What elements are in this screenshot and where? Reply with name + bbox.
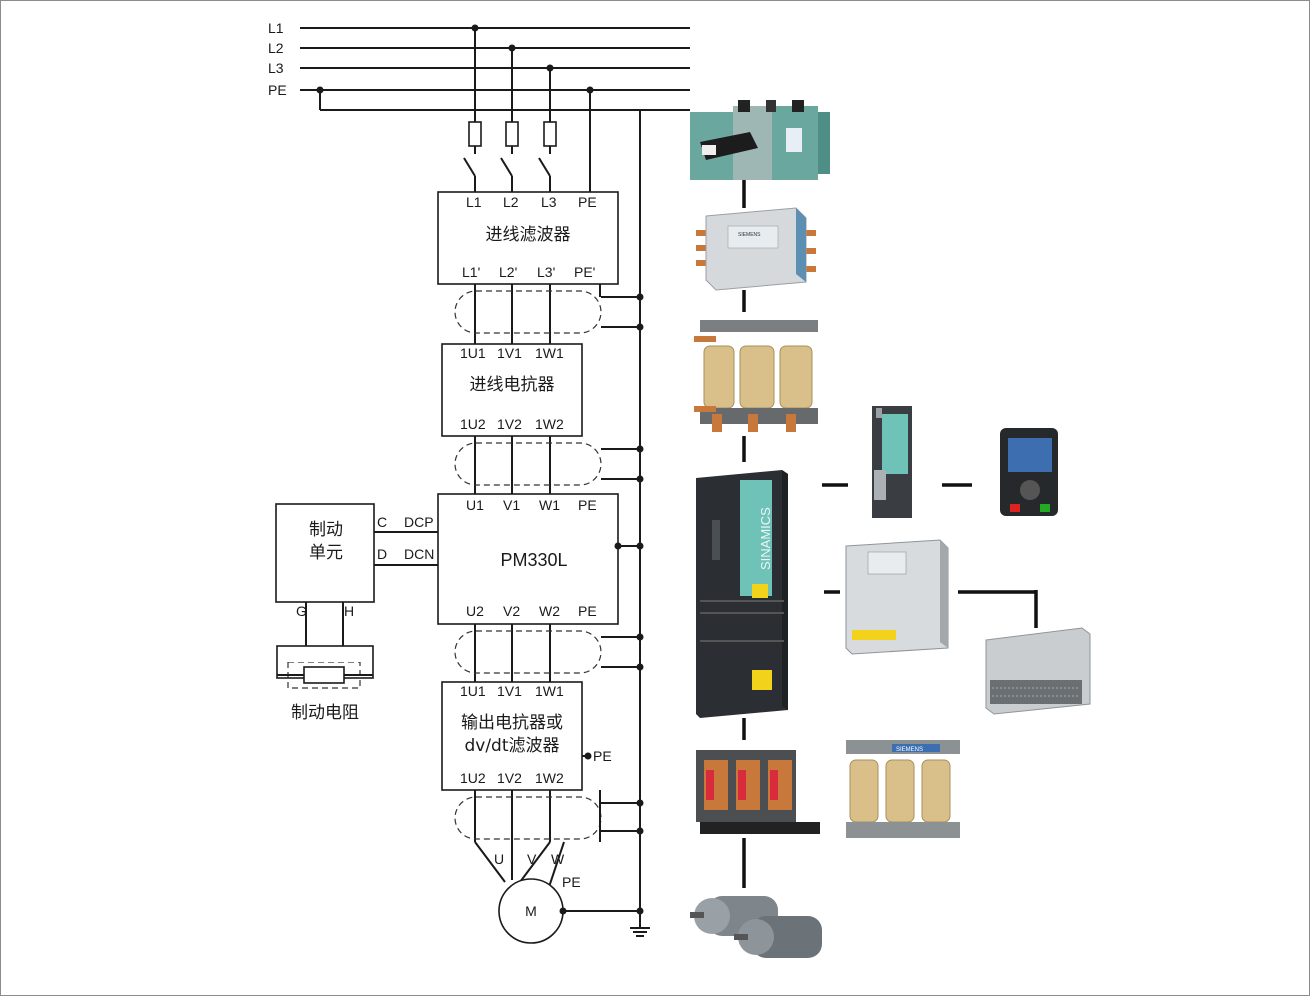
brake-unit-h: H (344, 603, 354, 619)
motor-symbol: M U V W PE (494, 851, 644, 944)
brake-unit-g: G (296, 603, 307, 619)
motor-u: U (494, 851, 504, 867)
line-filter-in-l1: L1 (466, 194, 482, 210)
out-reactor-in-u: 1U1 (460, 683, 486, 699)
dvdt-filter-photo (696, 750, 820, 834)
line-filter-in-l3: L3 (541, 194, 557, 210)
pm-title: PM330L (500, 550, 567, 570)
line-filter-out-l3: L3' (537, 264, 555, 280)
sinamics-inverter-photo: SINAMICS (696, 470, 788, 718)
shielded-cable-4 (454, 790, 644, 891)
shielded-cable-1 (454, 284, 644, 344)
inverter-brand-text: SINAMICS (758, 507, 773, 570)
earth-rail (630, 110, 650, 937)
pm-in-v1: V1 (503, 497, 520, 513)
line-filter-out-l1: L1' (462, 264, 480, 280)
fuse-l1 (468, 121, 482, 147)
motor-label: M (525, 903, 537, 919)
output-reactor-photo: SIEMENS (846, 740, 960, 838)
out-reactor-title-1: 输出电抗器或 (461, 713, 563, 733)
brake-resistor-block: 制动电阻 (276, 645, 374, 723)
control-unit-photo (872, 406, 912, 518)
power-module-block: U1 V1 W1 PE PM330L U2 V2 W2 PE (437, 493, 644, 625)
pm-dcn: DCN (404, 546, 434, 562)
pm-out-w2: W2 (539, 603, 560, 619)
supply-l3-label: L3 (268, 60, 284, 76)
supply-bus: L1 L2 L3 PE (268, 20, 690, 111)
operator-panel-photo (1000, 428, 1058, 516)
brake-unit-title-1: 制动 (309, 520, 343, 540)
output-reactor-maker-text: SIEMENS (896, 747, 923, 753)
brake-unit-c: C (377, 514, 387, 530)
pm-in-pe: PE (578, 497, 597, 513)
supply-l2-label: L2 (268, 40, 284, 56)
line-reactor-in-v: 1V1 (497, 345, 522, 361)
line-filter-in-l2: L2 (503, 194, 519, 210)
line-filter-title: 进线滤波器 (486, 225, 571, 245)
braking-module-photo (845, 539, 949, 655)
shielded-cable-2 (454, 436, 644, 494)
line-reactor-out-w: 1W2 (535, 416, 564, 432)
supply-l1-label: L1 (268, 20, 284, 36)
motor-w: W (551, 851, 565, 867)
output-reactor-block: 1U1 1V1 1W1 输出电抗器或 dv/dt滤波器 1U2 1V2 1W2 … (441, 681, 612, 791)
pm-in-u1: U1 (466, 497, 484, 513)
motor-v: V (527, 851, 537, 867)
pm-dcp: DCP (404, 514, 434, 530)
shielded-cable-3 (454, 624, 644, 682)
out-reactor-out-u: 1U2 (460, 770, 486, 786)
line-reactor-block: 1U1 1V1 1W1 进线电抗器 1U2 1V2 1W2 (441, 343, 583, 437)
line-reactor-out-u: 1U2 (460, 416, 486, 432)
line-filter-in-pe: PE (578, 194, 597, 210)
out-reactor-title-2: dv/dt滤波器 (464, 736, 559, 756)
motor-photo (690, 896, 822, 958)
fuse-l3 (543, 121, 557, 147)
fuse-disconnector-photo (690, 100, 830, 180)
out-reactor-in-w: 1W1 (535, 683, 564, 699)
line-reactor-title: 进线电抗器 (470, 375, 555, 395)
line-filter-photo: SIEMENS (696, 207, 816, 291)
supply-pe-label: PE (268, 82, 287, 98)
line-reactor-photo (694, 320, 818, 432)
line-reactor-in-u: 1U1 (460, 345, 486, 361)
fuses-and-switch (463, 24, 594, 192)
motor-pe: PE (562, 874, 581, 890)
out-reactor-pe: PE (593, 748, 612, 764)
pm-out-pe: PE (578, 603, 597, 619)
out-reactor-out-w: 1W2 (535, 770, 564, 786)
line-filter-out-l2: L2' (499, 264, 517, 280)
brake-resistor-photo (985, 627, 1091, 715)
pm-in-w1: W1 (539, 497, 560, 513)
brake-unit-block: 制动 单元 C D DCP DCN G H (275, 503, 438, 646)
line-reactor-out-v: 1V2 (497, 416, 522, 432)
brake-unit-title-2: 单元 (309, 543, 343, 563)
filter-maker-text: SIEMENS (738, 232, 761, 238)
brake-unit-d: D (377, 546, 387, 562)
line-filter-block: L1 L2 L3 PE 进线滤波器 L1' L2' L3' PE' (437, 191, 619, 285)
line-reactor-in-w: 1W1 (535, 345, 564, 361)
out-reactor-out-v: 1V2 (497, 770, 522, 786)
out-reactor-in-v: 1V1 (497, 683, 522, 699)
brake-resistor-label: 制动电阻 (291, 703, 359, 723)
fuse-l2 (505, 121, 519, 147)
pm-out-v2: V2 (503, 603, 520, 619)
line-filter-out-pe: PE' (574, 264, 595, 280)
pm-out-u2: U2 (466, 603, 484, 619)
